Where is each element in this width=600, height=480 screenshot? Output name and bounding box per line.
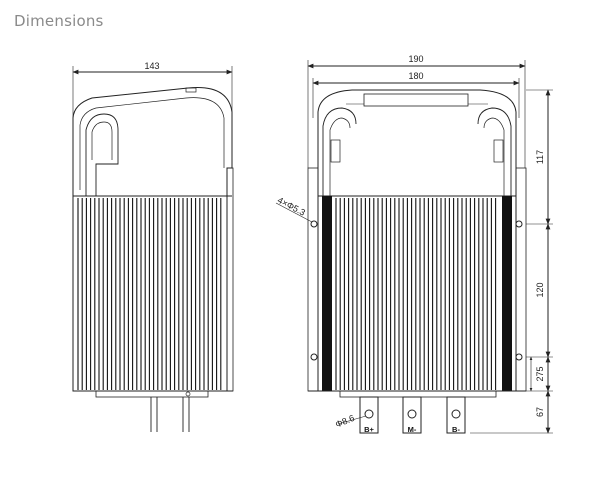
mount-hole-label: 4×Φ5.3 <box>276 195 307 218</box>
side-view <box>72 66 234 432</box>
overall-width-label: 190 <box>408 54 423 64</box>
terminal-m-minus-label: M- <box>408 425 417 434</box>
terminal-b-minus-label: B- <box>452 425 460 434</box>
mount-hole-bottom-left <box>310 353 318 361</box>
mount-hole-leader <box>275 202 313 223</box>
terminal-b-plus <box>359 396 379 434</box>
hole-spacing-label: 120 <box>535 282 545 297</box>
front-heatsink-body <box>317 195 517 392</box>
side-cover-outline <box>72 87 233 197</box>
terminal-m-minus <box>402 396 422 434</box>
terminal-b-plus-label: B+ <box>364 425 374 434</box>
terminal-b-minus <box>446 396 466 434</box>
body-width-label: 180 <box>408 71 423 81</box>
front-cover-outline <box>317 89 517 197</box>
mount-hole-top-left <box>310 220 318 228</box>
terminal-hole-label: Φ8.6 <box>334 413 356 430</box>
mount-hole-top-right <box>515 220 523 228</box>
page-title: Dimensions <box>14 12 104 30</box>
terminal-height-label: 67 <box>535 407 545 417</box>
terminal-hole-leader <box>337 415 367 425</box>
top-height-label: 117 <box>535 150 545 164</box>
side-width-label: 143 <box>144 61 159 71</box>
lower-offset-label: 275 <box>535 366 545 381</box>
mount-hole-bottom-right <box>515 353 523 361</box>
front-view <box>275 60 553 434</box>
